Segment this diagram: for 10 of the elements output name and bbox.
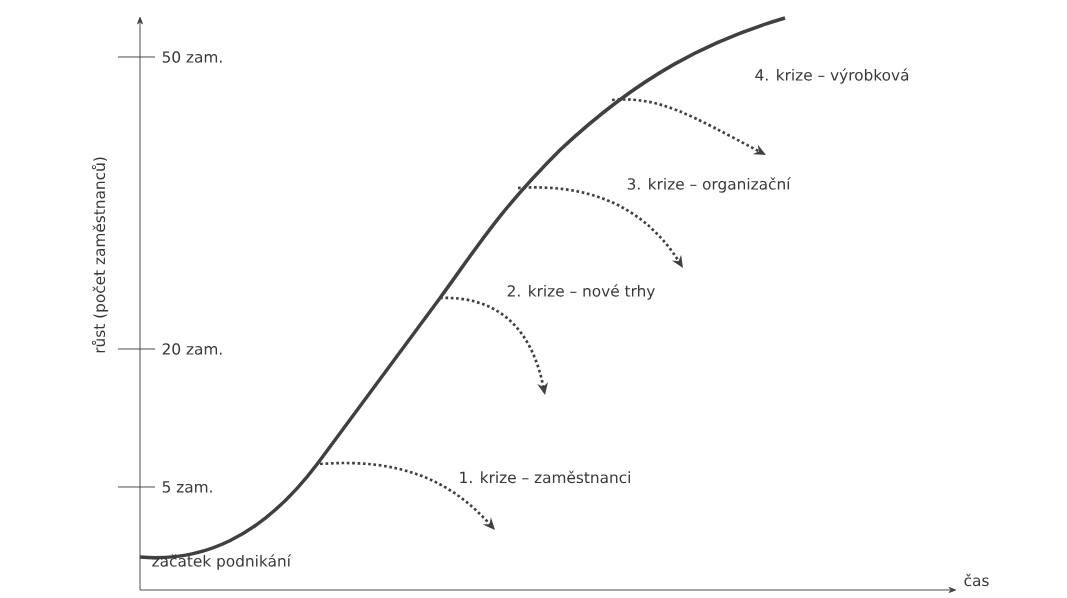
- axis-title: růst (počet zaměstnanců): [91, 157, 109, 353]
- axis-title: čas: [964, 573, 989, 587]
- tick-label: 20 zam.: [162, 343, 222, 355]
- crisis-label: 3. krize – organizační: [627, 177, 791, 193]
- crisis-label: 4. krize – výrobková: [755, 68, 909, 84]
- crisis-label: 2. krize – nové trhy: [507, 284, 655, 300]
- tick-label: 50 zam.: [162, 51, 222, 63]
- tick-label: 5 zam.: [162, 481, 212, 493]
- crisis-label: 1. krize – zaměstnanci: [460, 470, 630, 484]
- annotation: začátek podnikání: [152, 554, 292, 570]
